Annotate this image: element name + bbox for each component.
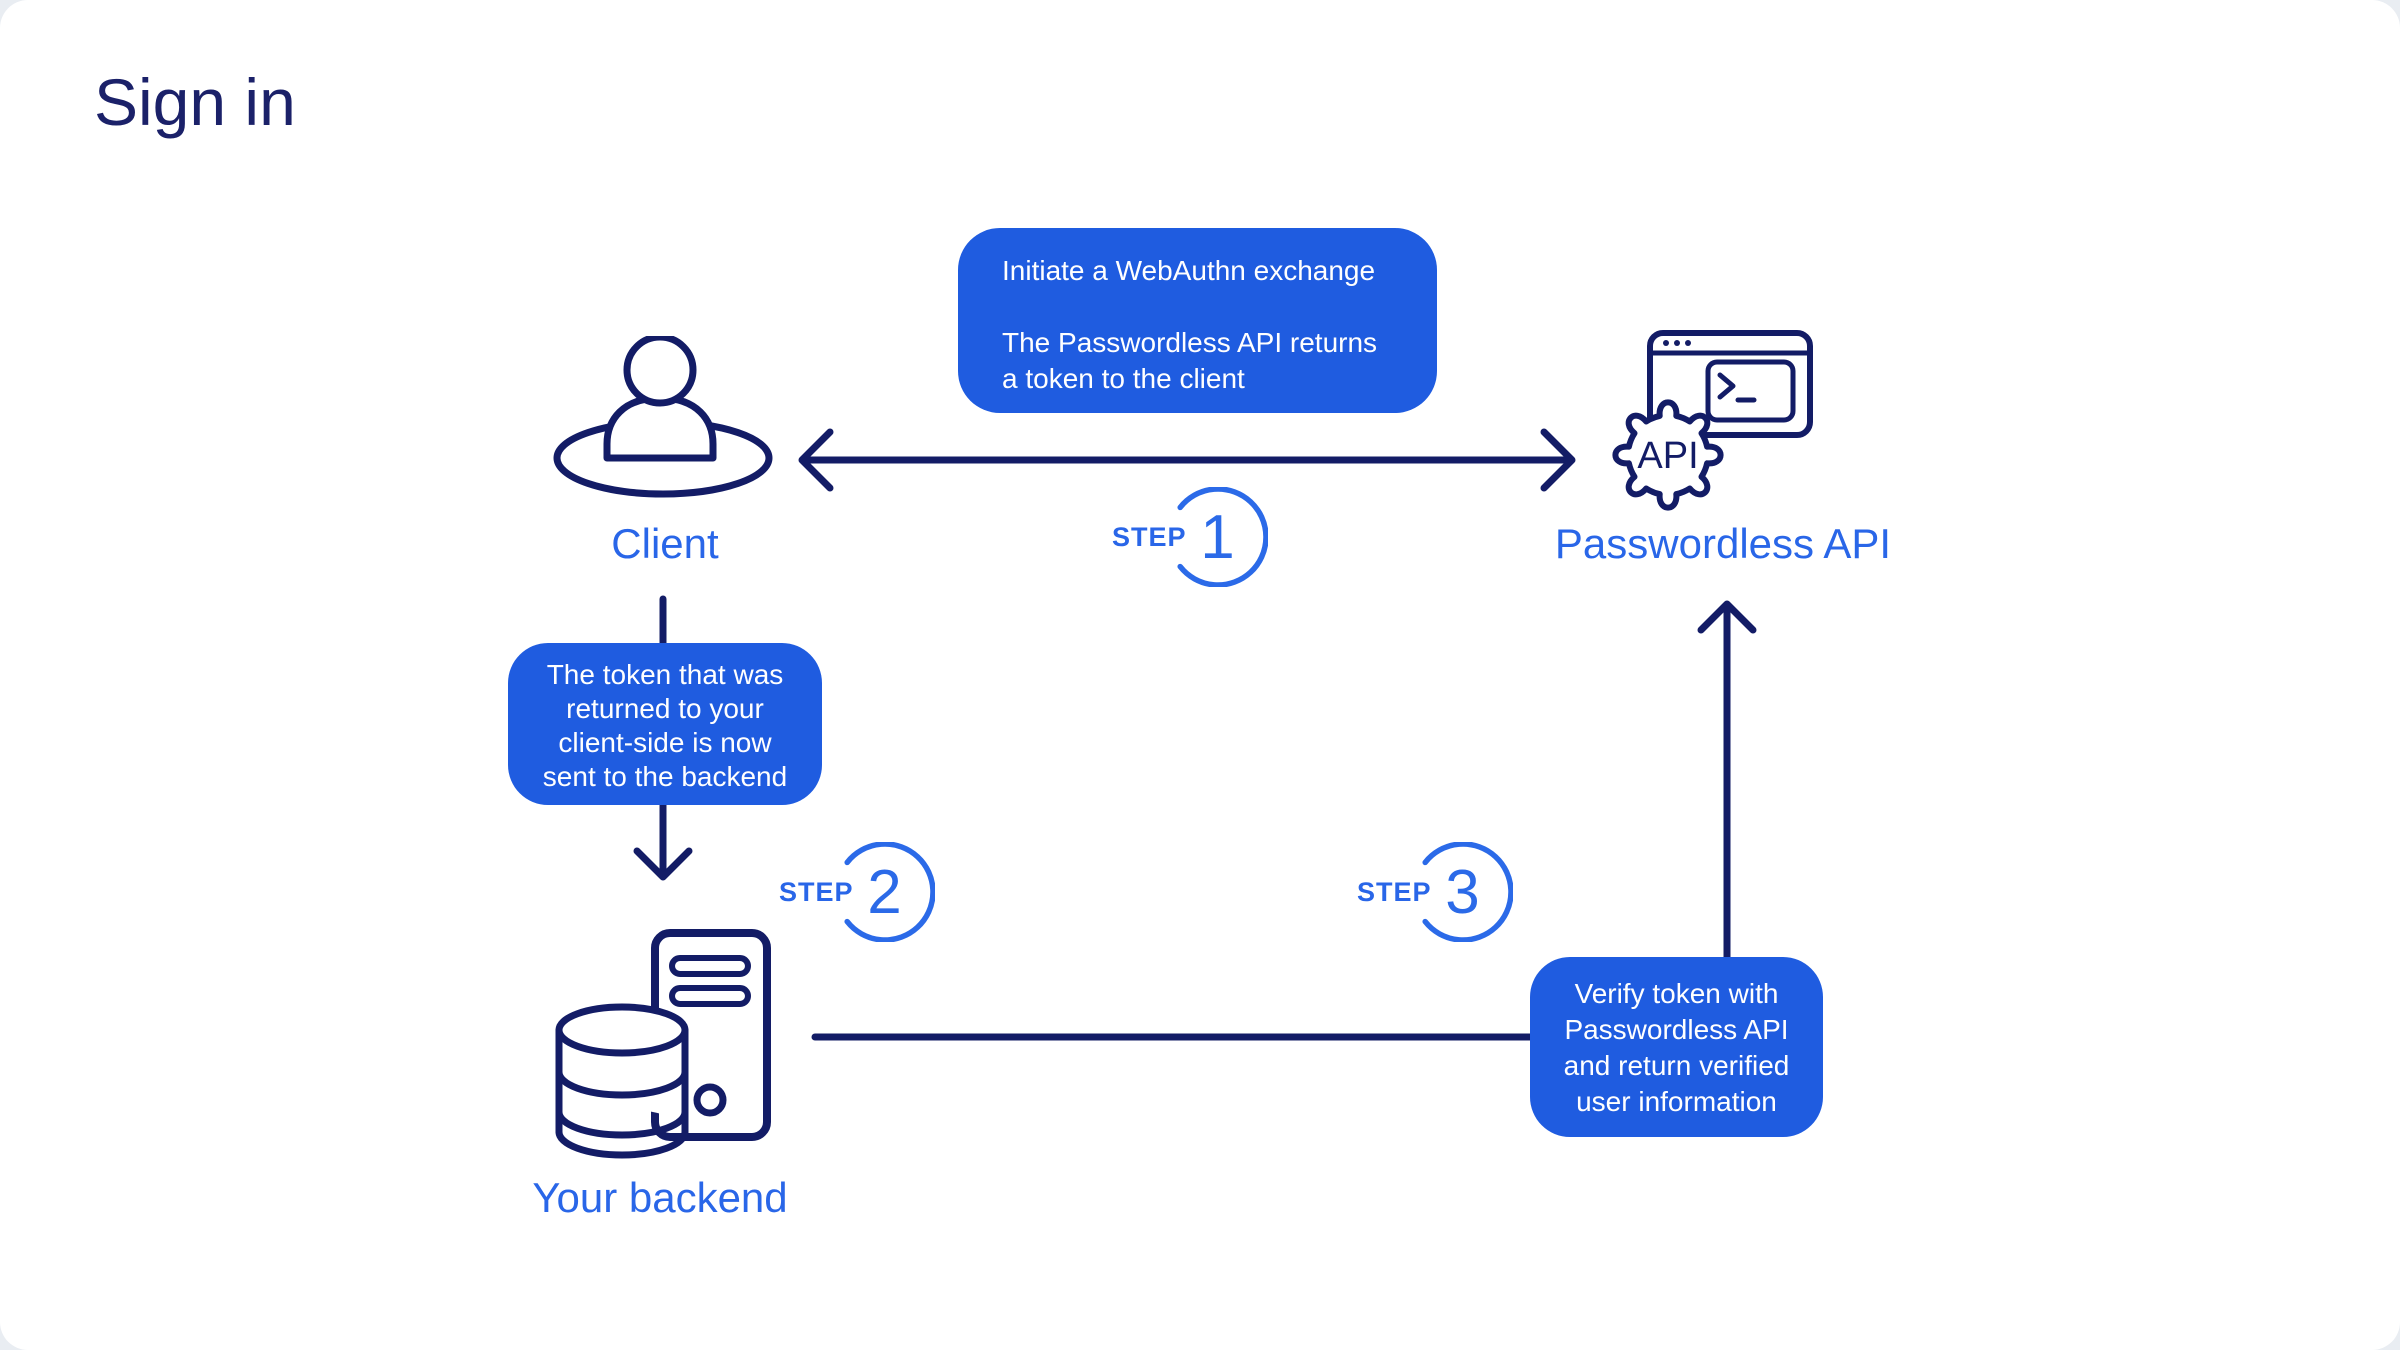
step-2-word: STEP (779, 876, 854, 907)
step-3-callout: Verify token with Passwordless API and r… (1530, 957, 1823, 1137)
step-3-number: 3 (1445, 857, 1480, 927)
callout-text: Initiate a WebAuthn exchange (1002, 255, 1376, 286)
step-1-number: 1 (1200, 502, 1235, 572)
person-icon (553, 336, 773, 498)
step-3-badge: STEP 3 (1357, 842, 1513, 942)
step-3-circle: 3 (1413, 842, 1513, 942)
step-1-callout: Initiate a WebAuthn exchange The Passwor… (958, 228, 1437, 413)
step-1-badge: STEP 1 (1112, 487, 1268, 587)
browser-terminal-gear-icon: API (1612, 330, 1813, 511)
page-title: Sign in (94, 65, 296, 139)
step-2-callout: The token that was returned to your clie… (508, 643, 822, 805)
step-3-word: STEP (1357, 876, 1432, 907)
arrow-callout-api (1697, 600, 1757, 966)
client-label: Client (611, 520, 719, 567)
step-2-circle: 2 (835, 842, 935, 942)
passwordless-api-label: Passwordless API (1554, 520, 1892, 567)
database-cylinder (555, 1003, 689, 1159)
callout-text: The Passwordless API returns a token to … (1002, 327, 1378, 394)
browser-window (1647, 330, 1813, 438)
server-database-icon (555, 929, 771, 1159)
gear-api-text: API (1637, 435, 1698, 477)
step-2-number: 2 (867, 857, 902, 927)
step-1-circle: 1 (1168, 487, 1268, 587)
arrow-client-api (798, 428, 1576, 492)
api-gear-icon: API (1612, 399, 1724, 511)
step-2-badge: STEP 2 (779, 842, 935, 942)
step-1-word: STEP (1112, 521, 1187, 552)
your-backend-label: Your backend (532, 1174, 788, 1221)
